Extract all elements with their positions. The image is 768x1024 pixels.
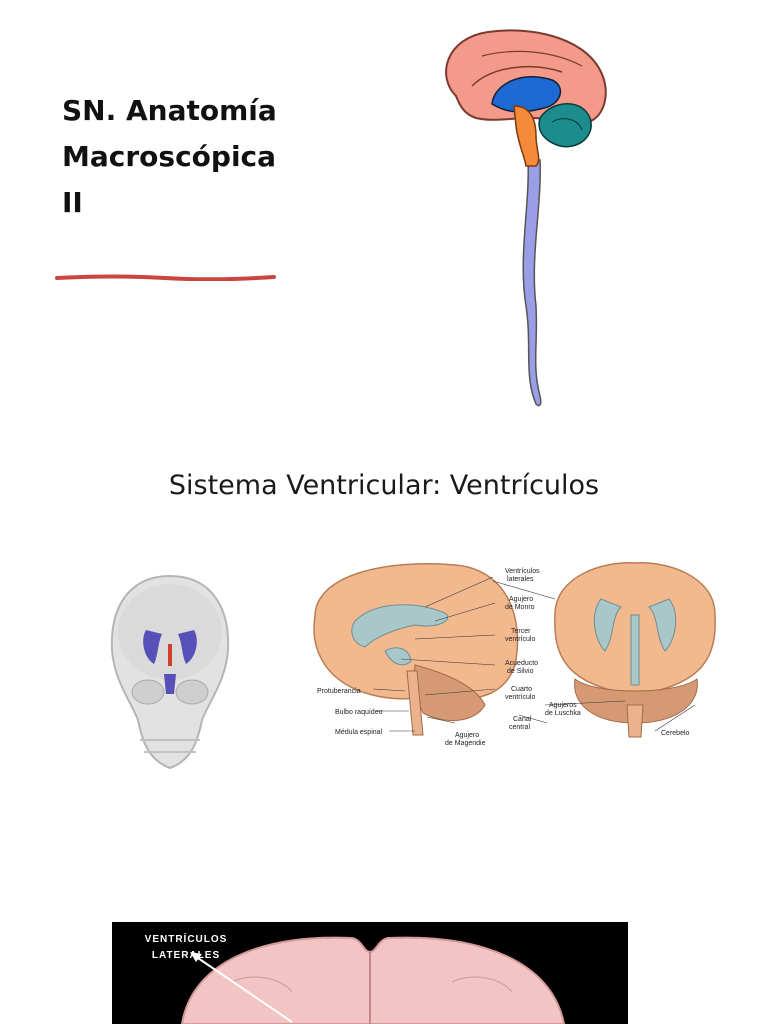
slide-title-line-3: II [62,186,83,219]
brain-spinal-cord-illustration [445,29,607,407]
title-underline [55,274,276,281]
label-cerebelo: Cerebelo [661,730,690,737]
brain-section-photo: VENTRÍCULOS LATERALES [112,922,628,1024]
slide-title-line-1: SN. Anatomía [62,94,277,127]
label-cuarto-ventriculo: Cuarto ventrículo [505,686,535,701]
slide-title-line-2: Macroscópica [62,140,277,173]
photo-label-line-2: LATERALES [151,950,221,961]
ventricular-system-diagram: Ventrículos laterales Agujero de Monro T… [313,562,716,747]
photo-label-line-1: VENTRÍCULOS [144,934,228,945]
skull-ventricles-image [110,574,230,770]
label-protuberancia: Protuberancia [317,688,361,695]
label-ventriculos-laterales: Ventrículos laterales [505,568,542,583]
label-medula-espinal: Médula espinal [335,729,383,736]
label-agujero-magendie: Agujero de Magendie [445,732,486,747]
label-agujero-monro: Agujero de Monro [505,596,535,611]
slide-title: SN. Anatomía Macroscópica II [62,88,302,226]
label-bulbo-raquideo: Bulbo raquídeo [335,709,383,716]
section-heading: Sistema Ventricular: Ventrículos [168,470,600,501]
label-canal-central: Canal central [509,716,533,731]
label-agujeros-luschka: Agujeros de Luschka [545,702,581,717]
label-tercer-ventriculo: Tercer ventrículo [505,628,535,643]
brain-section-shape [180,936,566,1024]
photo-label: VENTRÍCULOS LATERALES [142,932,230,964]
label-acueducto-silvio: Acueducto de Silvio [505,660,540,675]
